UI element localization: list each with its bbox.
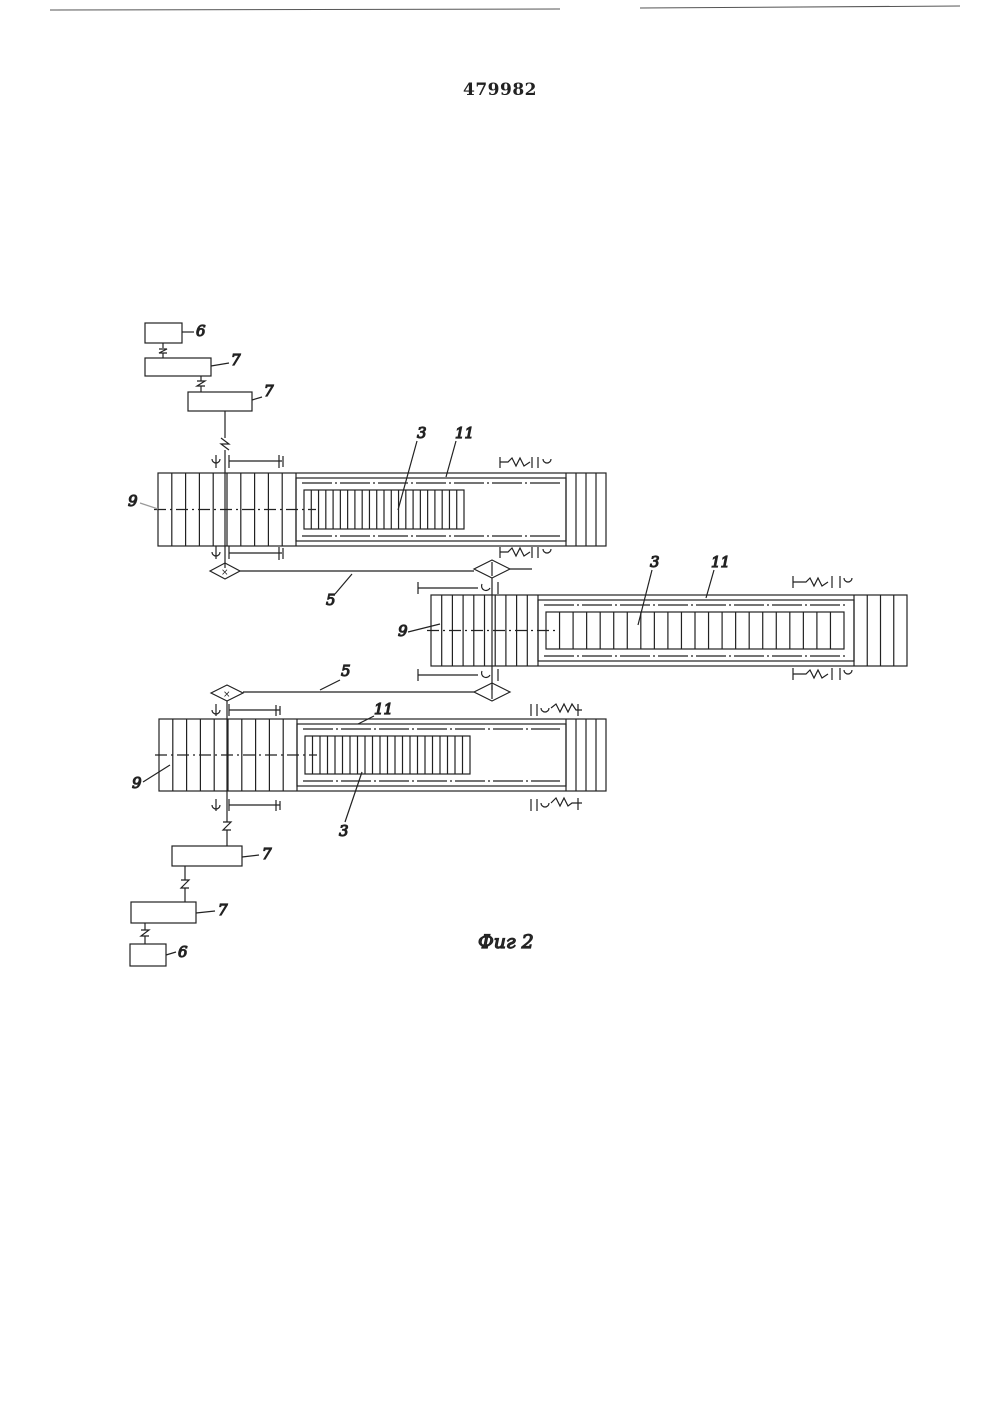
carriage-frame [297,724,566,786]
leader-5-upper [335,574,352,594]
bearing-top-lower [212,546,283,560]
label-11-conveyor-1: 11 [455,424,474,442]
label-5-upper: 5 [326,591,336,609]
motor-block-6-top [145,323,182,343]
label-5-lower: 5 [341,662,351,680]
svg-text:×: × [221,568,229,578]
shaft-bottom [223,701,231,846]
bearing-bottom [212,704,582,811]
label-9-conveyor-1: 9 [128,492,138,510]
transmission-5-upper: × [210,560,532,690]
leader-9-conveyor-1 [140,503,158,509]
label-11-conveyor-2: 11 [711,553,730,571]
coupling-top-2 [197,376,205,392]
leader-7-top-b [252,397,262,400]
top-drive-chain [145,323,283,568]
scan-edge-lines [50,6,960,10]
reducer-block-7-bottom-b [131,902,196,923]
carriage-frame [538,600,854,661]
label-6-bottom: 6 [178,943,188,961]
bearing-right [793,576,852,588]
coupling-bottom-2 [141,923,149,944]
transmission-5-lower: × [211,683,510,701]
label-9-conveyor-2: 9 [398,622,408,640]
leader-9-conveyor-3 [143,765,170,782]
leader-7-top-a [211,363,229,366]
label-3-conveyor-2: 3 [650,553,660,571]
leader-7-bottom-b [196,911,215,913]
label-7-top-a: 7 [231,351,241,369]
reducer-block-7-top-b [188,392,252,411]
shaft-top [221,411,229,568]
label-3-conveyor-3: 3 [339,822,349,840]
leader-11-conveyor-1 [446,441,456,477]
coupling-top-1 [159,343,167,358]
bearing-right [500,547,551,558]
bearing-right [500,457,551,468]
label-11-conveyor-3: 11 [374,700,393,718]
conveyor-unit-2 [427,576,907,680]
reducer-block-7-bottom-a [172,846,242,866]
label-3-conveyor-1: 3 [417,424,427,442]
leader-7-bottom-a [242,855,259,857]
leader-3-conveyor-2 [638,570,652,625]
bearing-top-upper [212,455,283,468]
leader-5-lower [320,680,340,690]
svg-text:×: × [223,690,231,700]
coupling-bottom-1 [181,866,189,902]
reducer-block-7-top-a [145,358,211,376]
motor-block-6-bottom [130,944,166,966]
label-7-top-b: 7 [264,382,274,400]
leader-3-conveyor-3 [345,772,362,822]
figure-caption: Фиг 2 [478,931,534,953]
label-7-bottom-b: 7 [218,901,228,919]
carriage-frame [296,478,566,541]
conveyor-unit-3 [155,719,606,791]
leader-11-conveyor-3 [358,716,374,724]
label-9-conveyor-3: 9 [132,774,142,792]
leader-6-bottom [166,952,176,955]
leader-11-conveyor-2 [706,570,714,598]
label-7-bottom-a: 7 [262,845,272,863]
leader-3-conveyor-1 [398,441,417,510]
conveyor-unit-1 [154,457,606,558]
label-6-top: 6 [196,322,206,340]
bearing-right [793,668,852,680]
